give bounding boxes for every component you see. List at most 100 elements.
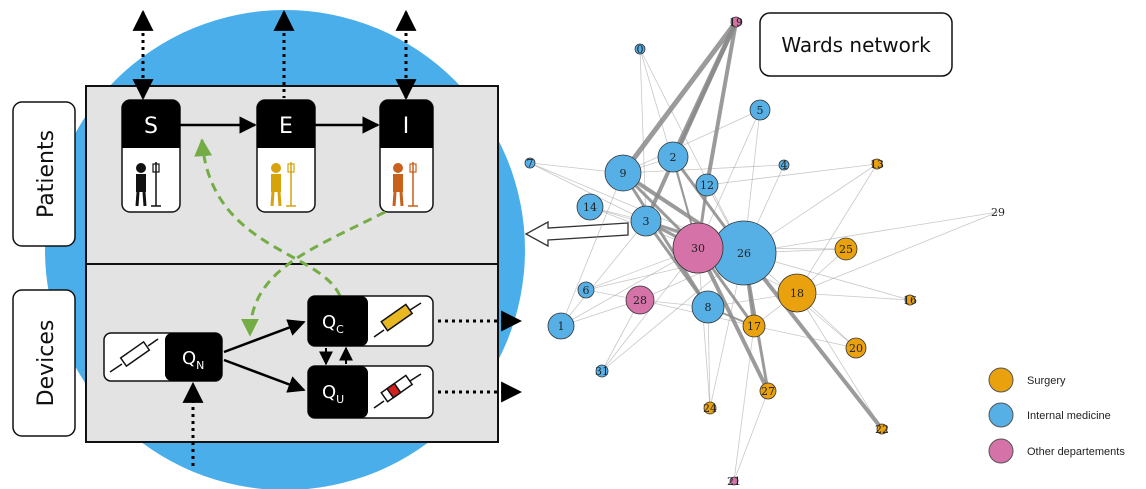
queue-c-box: QC xyxy=(307,295,434,347)
network-node-label: 17 xyxy=(747,320,761,333)
network-node-label: 20 xyxy=(849,342,863,355)
network-node-label: 25 xyxy=(839,243,853,256)
network-node-circle xyxy=(630,205,662,237)
network-node-0: 0 xyxy=(634,43,646,56)
legend-internal-medicine-label: Internal medicine xyxy=(1027,410,1111,422)
state-i-label: I xyxy=(403,114,410,139)
network-node-circle xyxy=(730,16,742,28)
network-node-24: 24 xyxy=(703,401,717,415)
legend: Surgery Internal medicine Other departem… xyxy=(988,367,1125,464)
network-node-circle xyxy=(759,382,777,400)
network-node-circle xyxy=(742,314,766,338)
patients-label-box: Patients xyxy=(12,101,76,247)
network-edge xyxy=(529,162,647,222)
network-node-circle xyxy=(695,173,719,197)
patient-to-device-transmission xyxy=(241,210,386,337)
network-node-3: 3 xyxy=(630,205,662,237)
network-node-label: 6 xyxy=(583,284,590,297)
network-node-12: 12 xyxy=(695,173,719,197)
network-node-label: 14 xyxy=(583,201,597,214)
queue-u-box: QU xyxy=(307,365,434,419)
network-node-label: 19 xyxy=(729,16,743,29)
queue-c-label: QC xyxy=(322,312,344,336)
network-edge xyxy=(696,247,770,392)
network-node-label: 4 xyxy=(781,159,788,172)
network-node-circle xyxy=(845,337,867,359)
network-node-label: 0 xyxy=(637,43,644,56)
wards-network: Wards network 01234567891214263117182024… xyxy=(524,12,1005,488)
network-node-2: 2 xyxy=(657,141,689,173)
network-node-14: 14 xyxy=(576,193,604,221)
network-node-label: 26 xyxy=(737,247,751,260)
network-edge xyxy=(707,306,711,409)
qn-to-qu-arrow xyxy=(223,358,306,393)
left-diagram: Patients Devices S xyxy=(12,9,629,489)
network-node-label: 29 xyxy=(991,206,1005,219)
network-node-label: 2 xyxy=(670,151,677,164)
network-node-27: 27 xyxy=(759,382,777,400)
patient-susceptible-icon xyxy=(135,162,161,207)
network-node-6: 6 xyxy=(577,281,595,299)
state-e-label: E xyxy=(279,114,293,139)
network-edge xyxy=(743,211,999,254)
network-node-label: 27 xyxy=(761,385,775,398)
state-i-card: I xyxy=(379,99,434,213)
network-node-circle xyxy=(625,285,655,315)
syringe-new-icon xyxy=(109,338,159,373)
network-node-28: 28 xyxy=(625,285,655,315)
network-node-21: 21 xyxy=(727,475,741,488)
network-node-label: 9 xyxy=(620,167,627,180)
legend-surgery-label: Surgery xyxy=(1027,375,1066,387)
network-node-20: 20 xyxy=(845,337,867,359)
network-node-19: 19 xyxy=(729,16,743,29)
network-node-label: 13 xyxy=(870,158,884,171)
network-edge xyxy=(706,163,878,186)
network-node-label: 12 xyxy=(700,179,714,192)
network-edge xyxy=(644,21,738,222)
network-node-label: 7 xyxy=(527,157,534,170)
network-node-circle xyxy=(691,290,725,324)
network-node-circle xyxy=(576,193,604,221)
network-title-box: Wards network xyxy=(759,12,953,77)
network-edge xyxy=(753,325,857,349)
network-node-circle xyxy=(672,222,724,274)
state-s-card: S xyxy=(121,99,181,213)
network-node-17: 17 xyxy=(742,314,766,338)
network-node-25: 25 xyxy=(834,237,858,261)
queue-n-box: QN xyxy=(103,332,223,382)
network-edge xyxy=(639,48,745,254)
device-to-patient-transmission xyxy=(194,138,342,297)
network-node-circle xyxy=(703,401,717,415)
network-node-30: 30 xyxy=(672,222,724,274)
network-edge xyxy=(639,48,647,222)
state-e-card: E xyxy=(256,99,316,213)
network-node-13: 13 xyxy=(870,158,884,171)
queue-u-label: QU xyxy=(322,382,344,406)
network-edge xyxy=(622,109,761,174)
network-node-circle xyxy=(904,294,916,306)
network-node-29: 29 xyxy=(991,206,1005,219)
legend-item-surgery: Surgery xyxy=(988,367,1066,393)
network-node-18: 18 xyxy=(777,273,817,313)
patient-infected-icon xyxy=(392,162,418,207)
legend-other-label: Other departements xyxy=(1027,446,1125,458)
network-node-label: 28 xyxy=(633,294,647,307)
qn-to-qc-arrow xyxy=(223,319,306,354)
network-node-22: 22 xyxy=(875,423,889,436)
network-edge xyxy=(622,164,785,174)
network-node-4: 4 xyxy=(778,159,790,172)
network-node-8: 8 xyxy=(691,290,725,324)
network-edge xyxy=(644,220,710,308)
network-edge xyxy=(560,220,647,327)
network-node-label: 16 xyxy=(903,294,917,307)
patients-label: Patients xyxy=(34,130,59,218)
network-edge xyxy=(705,21,738,186)
devices-label-box: Devices xyxy=(12,289,76,437)
network-node-circle xyxy=(778,159,790,171)
network-edge xyxy=(620,20,739,175)
queue-n-label: QN xyxy=(182,348,204,372)
legend-item-other: Other departements xyxy=(988,438,1125,464)
legend-item-internal-medicine: Internal medicine xyxy=(988,402,1111,428)
network-node-circle xyxy=(657,141,689,173)
network-title: Wards network xyxy=(781,33,931,57)
